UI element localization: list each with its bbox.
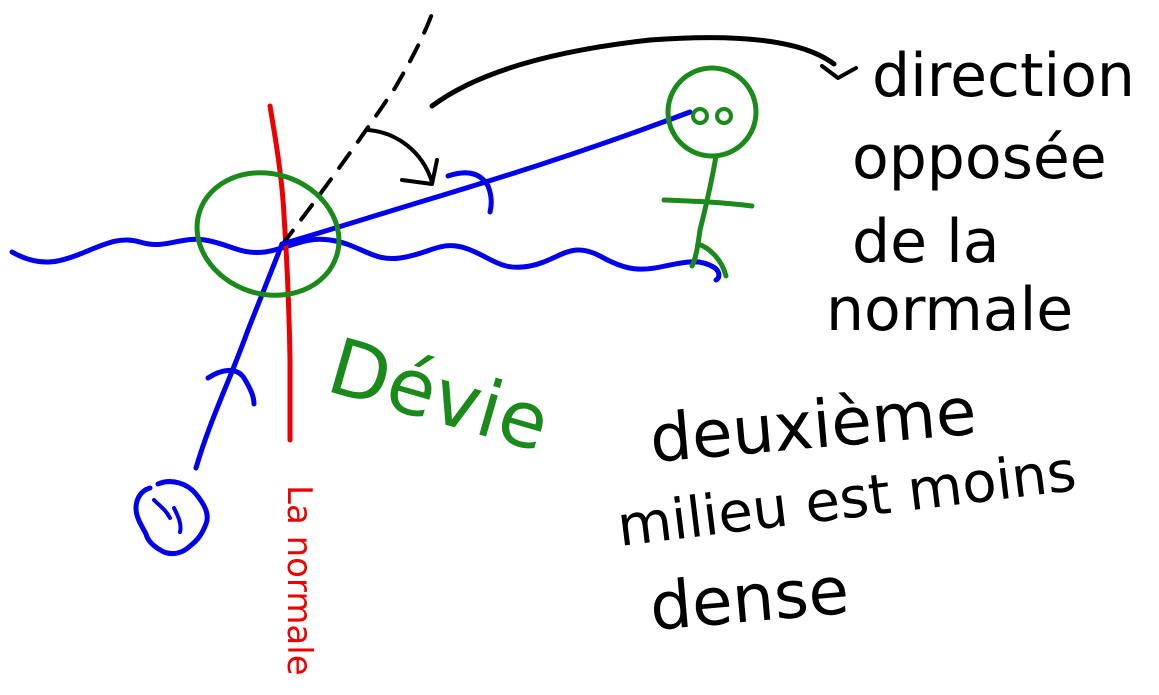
deviation-label: Dévie [319,322,559,470]
hand-icon [133,479,210,557]
interface-highlight-circle [194,170,342,298]
incident-ray-arrowhead [205,368,257,407]
direction-text-line4: normale [826,275,1073,345]
stick-figure-icon [661,65,759,279]
direction-pointer-arrowhead [820,64,858,80]
direction-text-line3: de la [852,207,1000,277]
normal-label: La normale [279,485,319,676]
direction-text-line1: direction [872,41,1135,111]
incident-extension-dashed [280,12,434,247]
normal-line [267,103,293,443]
medium-text-line3: dense [647,552,852,646]
deviation-arrowhead [400,158,439,186]
direction-text-line2: opposée [852,123,1107,193]
direction-pointer-arrow [429,35,837,109]
deviation-arrow [366,128,434,184]
refracted-ray [279,109,693,247]
incident-ray [193,241,285,471]
water-surface [9,236,722,283]
refracted-ray-arrowhead [445,170,494,215]
